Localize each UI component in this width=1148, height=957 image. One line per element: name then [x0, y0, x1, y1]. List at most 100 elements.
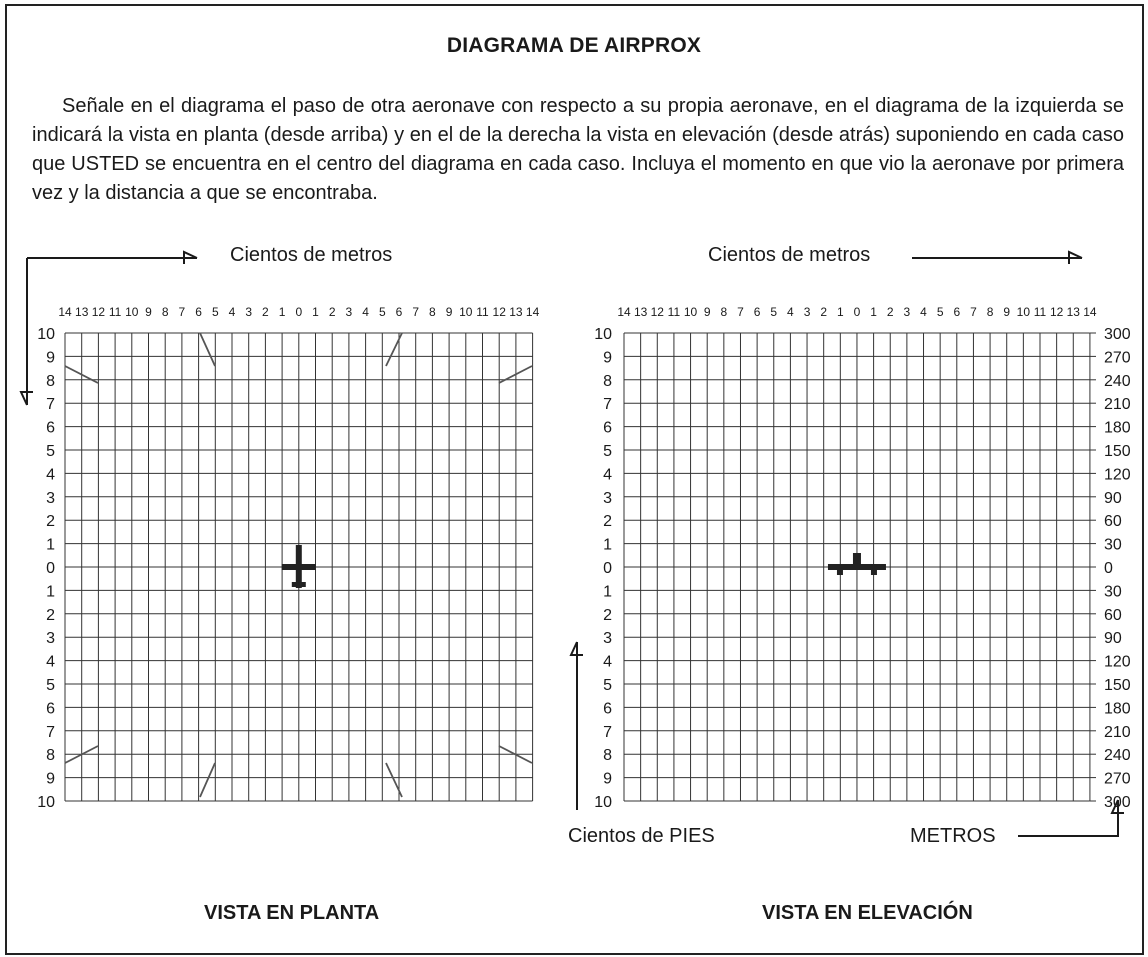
plan-y-tick-label: 4: [46, 466, 55, 483]
elevation-x-tick-label: 5: [937, 305, 944, 319]
elevation-right-tick-label: 150: [1104, 677, 1131, 694]
metros-arrow-line: [1018, 800, 1119, 837]
elevation-y-tick-label: 2: [603, 607, 612, 624]
plan-down-arrowhead: [19, 391, 33, 406]
elevation-y-tick-label: 5: [603, 677, 612, 694]
plan-x-tick-label: 9: [145, 305, 152, 319]
elevation-x-tick-label: 7: [737, 305, 744, 319]
plan-y-tick-label: 10: [37, 794, 55, 811]
plan-y-tick-label: 2: [46, 513, 55, 530]
plan-x-tick-label: 3: [346, 305, 353, 319]
elevation-x-tick-label: 12: [1050, 305, 1064, 319]
elevation-y-tick-label: 3: [603, 630, 612, 647]
elevation-y-tick-label: 9: [603, 349, 612, 366]
elevation-y-tick-label: 8: [603, 747, 612, 764]
plan-y-tick-label: 6: [46, 420, 55, 437]
plan-x-tick-label: 6: [195, 305, 202, 319]
elevation-right-arrowhead: [1068, 250, 1083, 264]
elevation-y-tick-label: 1: [603, 583, 612, 600]
elevation-right-tick-label: 210: [1104, 396, 1131, 413]
elevation-aircraft-fin: [852, 553, 861, 565]
elevation-left-label: Cientos de PIES: [568, 825, 715, 847]
elevation-y-tick-label: 10: [594, 794, 612, 811]
plan-y-tick-label: 9: [46, 771, 55, 788]
elevation-x-tick-label: 8: [720, 305, 727, 319]
plan-aircraft-wings: [281, 564, 316, 570]
plan-x-tick-label: 1: [279, 305, 286, 319]
elevation-y-tick-label: 7: [603, 724, 612, 741]
elevation-y-tick-label: 10: [594, 326, 612, 343]
elevation-y-tick-label: 9: [603, 771, 612, 788]
plan-edge-marker: [64, 365, 99, 384]
elevation-y-tick-label: 4: [603, 466, 612, 483]
elevation-aircraft-gear-left: [836, 570, 843, 575]
plan-edge-marker: [498, 365, 533, 384]
plan-x-tick-label: 4: [362, 305, 369, 319]
elevation-x-tick-label: 13: [634, 305, 648, 319]
form-border: [5, 4, 1144, 955]
plan-edge-marker: [385, 332, 403, 367]
elevation-y-tick-label: 7: [603, 396, 612, 413]
elevation-right-tick-label: 90: [1104, 490, 1122, 507]
elevation-right-label: METROS: [910, 825, 996, 847]
elevation-x-tick-label: 4: [920, 305, 927, 319]
elevation-y-tick-label: 6: [603, 700, 612, 717]
elevation-x-tick-label: 5: [770, 305, 777, 319]
elevation-x-tick-label: 3: [804, 305, 811, 319]
plan-edge-marker: [199, 332, 216, 367]
elevation-x-tick-label: 9: [1003, 305, 1010, 319]
elevation-y-tick-label: 4: [603, 654, 612, 671]
plan-y-tick-label: 10: [37, 326, 55, 343]
plan-aircraft-tail: [291, 582, 306, 587]
plan-y-tick-label: 3: [46, 490, 55, 507]
elevation-right-tick-label: 240: [1104, 747, 1131, 764]
elevation-right-tick-label: 300: [1104, 326, 1131, 343]
elevation-y-tick-label: 3: [603, 490, 612, 507]
elevation-up-arrowhead: [569, 641, 583, 656]
elevation-right-tick-label: 180: [1104, 700, 1131, 717]
elevation-x-tick-label: 10: [684, 305, 698, 319]
elevation-right-tick-label: 270: [1104, 349, 1131, 366]
elevation-right-tick-label: 30: [1104, 537, 1122, 554]
plan-x-tick-label: 3: [245, 305, 252, 319]
plan-x-tick-label: 14: [526, 305, 540, 319]
elevation-y-tick-label: 2: [603, 513, 612, 530]
plan-y-tick-label: 7: [46, 396, 55, 413]
elevation-x-tick-label: 2: [887, 305, 894, 319]
elevation-right-tick-label: 120: [1104, 466, 1131, 483]
plan-y-tick-label: 1: [46, 583, 55, 600]
elevation-y-tick-label: 1: [603, 537, 612, 554]
plan-x-tick-label: 5: [379, 305, 386, 319]
plan-grid: [64, 332, 534, 802]
elevation-x-tick-label: 6: [953, 305, 960, 319]
plan-x-tick-label: 13: [509, 305, 523, 319]
plan-y-tick-label: 8: [46, 747, 55, 764]
plan-x-tick-label: 2: [262, 305, 269, 319]
plan-y-tick-label: 1: [46, 537, 55, 554]
plan-x-tick-label: 12: [493, 305, 507, 319]
plan-x-tick-label: 13: [75, 305, 89, 319]
metros-arrowhead: [1110, 799, 1124, 814]
elevation-x-tick-label: 10: [1017, 305, 1031, 319]
elevation-right-tick-label: 60: [1104, 513, 1122, 530]
elevation-x-tick-label: 1: [837, 305, 844, 319]
elevation-x-tick-label: 1: [870, 305, 877, 319]
elevation-x-tick-label: 9: [704, 305, 711, 319]
elevation-y-tick-label: 5: [603, 443, 612, 460]
plan-x-tick-label: 8: [162, 305, 169, 319]
plan-view-title: VISTA EN PLANTA: [204, 902, 380, 924]
plan-y-tick-label: 3: [46, 630, 55, 647]
plan-y-tick-label: 7: [46, 724, 55, 741]
elevation-right-tick-label: 60: [1104, 607, 1122, 624]
plan-x-tick-label: 11: [476, 305, 489, 319]
plan-y-tick-label: 8: [46, 373, 55, 390]
elevation-y-tick-label: 8: [603, 373, 612, 390]
elevation-right-tick-label: 210: [1104, 724, 1131, 741]
plan-y-tick-label: 0: [46, 560, 55, 577]
elevation-right-tick-label: 150: [1104, 443, 1131, 460]
plan-edge-marker: [199, 762, 216, 798]
elevation-aircraft-wings: [827, 564, 886, 570]
elevation-x-tick-label: 11: [1034, 305, 1047, 319]
instructions-text: Señale en el diagrama el paso de otra ae…: [32, 95, 1124, 204]
elevation-x-tick-label: 12: [651, 305, 665, 319]
